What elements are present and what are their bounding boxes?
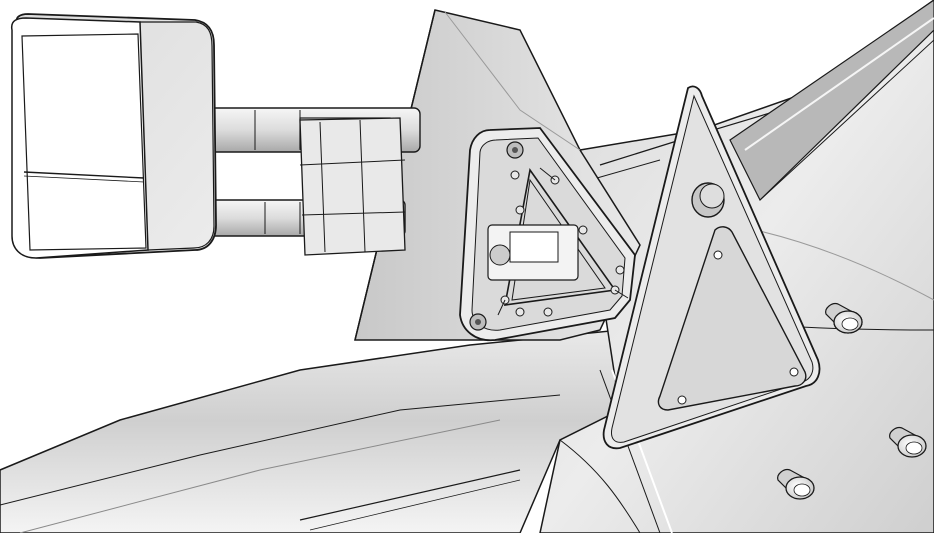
rubber-plug-icon [777,303,927,500]
triangular-cover-plate [602,85,821,450]
stud-bolt-icon [497,167,629,317]
mirror-head [10,13,217,259]
plate-screw-bottom [469,313,487,331]
cover-knob [691,182,725,218]
mounting-plate [459,127,636,342]
mirror-extension-arms [159,107,421,256]
truck-door-panel [0,329,641,533]
plate-screw-top [506,141,524,159]
